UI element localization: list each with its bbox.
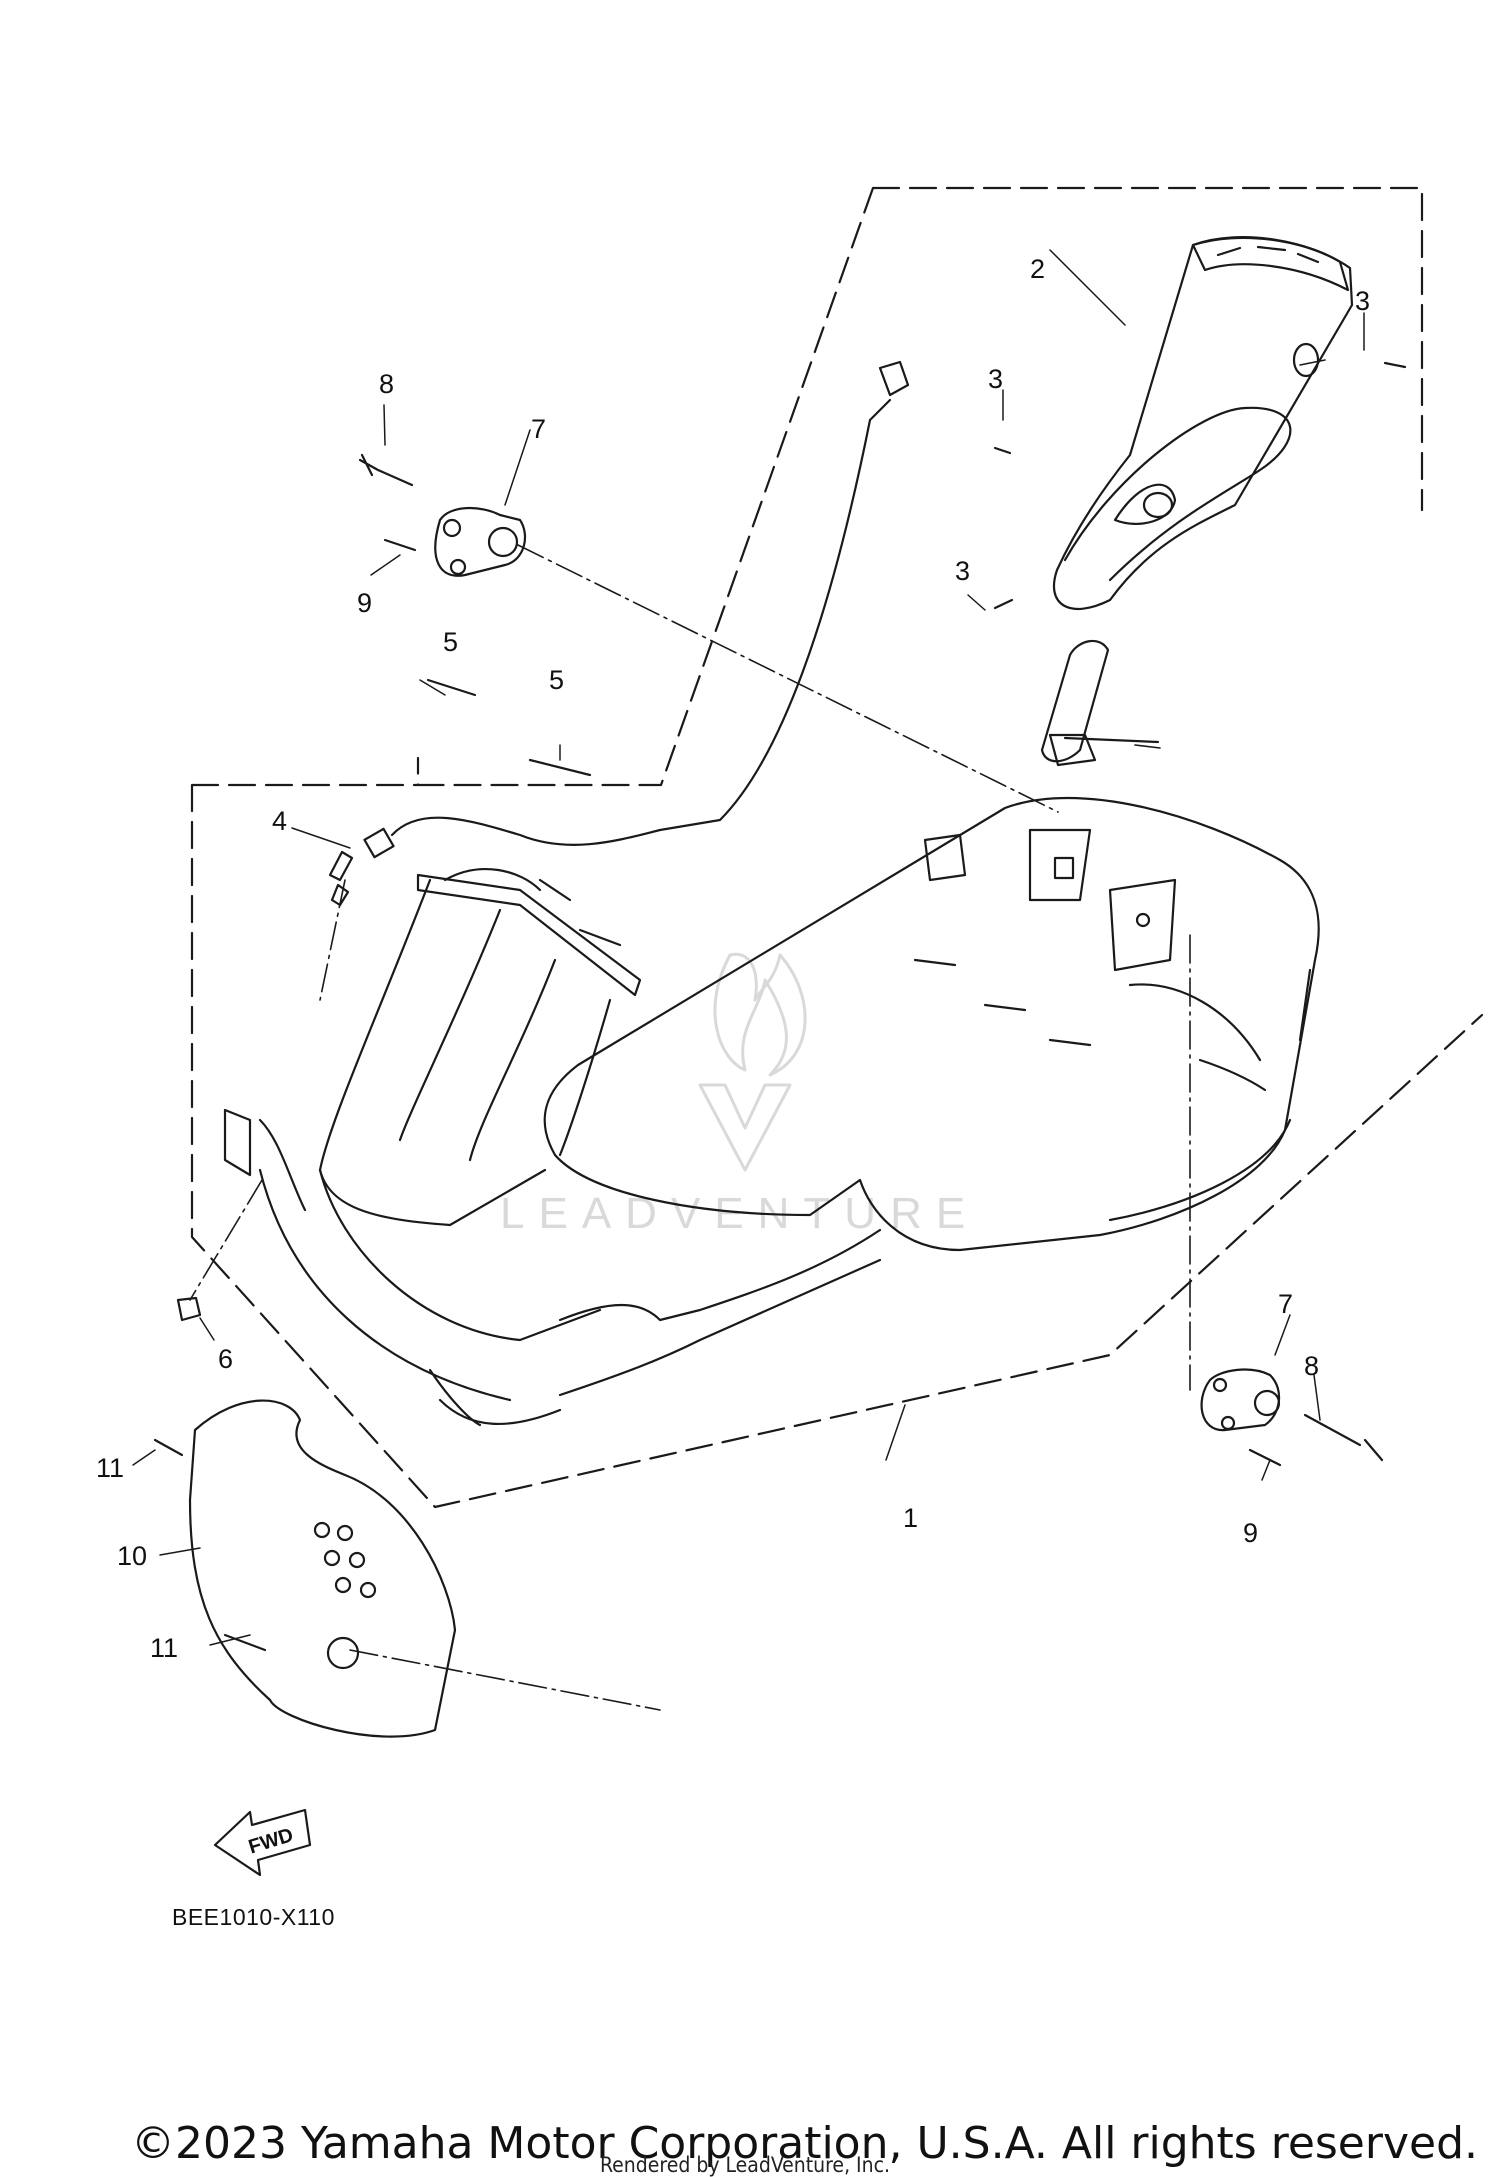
- callout-11: 11: [150, 1633, 178, 1663]
- callout-7: 7: [1278, 1289, 1293, 1319]
- callout-11: 11: [96, 1453, 124, 1483]
- callout-leaders: [132, 249, 1365, 1646]
- callout-1: 1: [903, 1503, 918, 1533]
- part-5-gaskets: [416, 678, 642, 997]
- callout-2: 2: [1030, 254, 1045, 284]
- callout-6: 6: [218, 1344, 233, 1374]
- fwd-label: FWD: [246, 1824, 296, 1858]
- callout-8: 8: [379, 369, 394, 399]
- callout-7: 7: [531, 414, 546, 444]
- part-10-heat-protector: [153, 1399, 457, 1738]
- fwd-arrow-icon: [213, 1808, 312, 1877]
- watermark-text: LEADVENTURE: [500, 1189, 979, 1238]
- callout-3: 3: [988, 364, 1003, 394]
- part-2-muffler-cap: [1040, 236, 1354, 767]
- copyright-notice: ©2023 Yamaha Motor Corporation, U.S.A. A…: [131, 2118, 1478, 2169]
- rendered-by-notice: Rendered by LeadVenture, Inc.: [600, 2153, 890, 2177]
- callout-5: 5: [443, 627, 458, 657]
- callout-3: 3: [1355, 286, 1370, 316]
- group-boundary-upper: [416, 186, 1424, 787]
- group-boundary-lower: [190, 783, 1484, 1509]
- part-3-bolts: [993, 361, 1407, 610]
- callout-labels: 1 2 3 3 3 4 5 5 6 7 7 8 8 9 9 10 11 11: [96, 254, 1370, 1663]
- callout-4: 4: [272, 806, 287, 836]
- callout-5: 5: [549, 665, 564, 695]
- part-1-muffler-body: [543, 796, 1320, 1252]
- diagram-code: BEE1010-X110: [172, 1904, 335, 1930]
- part-7-lower-bracket-assembly: [1200, 1368, 1384, 1467]
- callout-9: 9: [357, 588, 372, 618]
- callout-9: 9: [1243, 1518, 1258, 1548]
- callout-10: 10: [117, 1541, 147, 1571]
- part-4-o2-sensor: [328, 360, 910, 907]
- part-1-exhaust-headers: [223, 878, 882, 1427]
- leadventure-watermark: [698, 952, 807, 1172]
- part-7-upper-bracket-assembly: [358, 453, 527, 577]
- callout-8: 8: [1304, 1351, 1319, 1381]
- callout-3: 3: [955, 556, 970, 586]
- part-6-clip: [176, 1296, 202, 1322]
- leader-lines: [189, 359, 1326, 1711]
